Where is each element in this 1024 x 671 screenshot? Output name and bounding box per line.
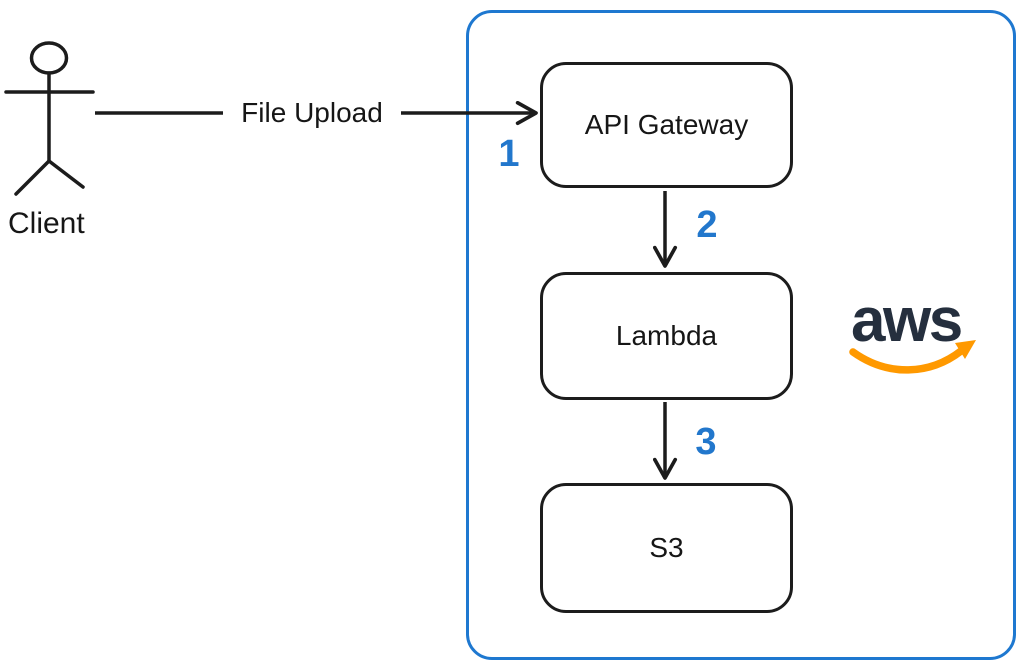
node-s3-label: S3 — [649, 532, 684, 563]
aws-cloud-boundary — [466, 10, 1016, 660]
edge-label-file-upload: File Upload — [223, 94, 401, 132]
step-number-3: 3 — [695, 421, 717, 463]
node-api-gateway: API Gateway — [540, 62, 793, 188]
step-number-2: 2 — [696, 204, 718, 246]
aws-logo: aws — [845, 288, 985, 388]
node-lambda-label: Lambda — [615, 320, 718, 351]
node-lambda: Lambda — [540, 272, 793, 400]
aws-logo-text: aws — [851, 286, 963, 355]
node-s3: S3 — [540, 483, 793, 613]
client-actor-icon — [4, 41, 95, 196]
node-api-gateway-label: API Gateway — [584, 109, 749, 140]
aws-smile-icon — [849, 340, 976, 374]
step-number-1: 1 — [498, 133, 520, 175]
actor-label: Client — [8, 207, 85, 240]
